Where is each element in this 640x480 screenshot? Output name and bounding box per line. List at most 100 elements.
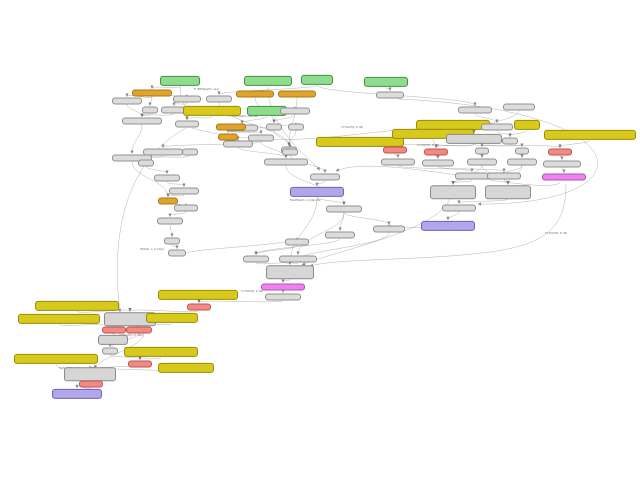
edge <box>255 261 292 265</box>
node-reshape-6 <box>381 158 415 166</box>
node-unsqueeze-5 <box>325 231 355 239</box>
node-mul-4 <box>102 347 118 355</box>
edge <box>117 127 187 313</box>
edge <box>287 130 297 146</box>
node-output-logits <box>52 388 102 400</box>
edge <box>508 130 528 137</box>
edge <box>130 124 143 154</box>
edge <box>561 167 566 173</box>
edge <box>480 143 511 147</box>
node-gather-0 <box>218 133 238 141</box>
node-matmul-down <box>128 360 152 368</box>
node-reshape-4 <box>169 187 199 195</box>
node-matmul-lm-head <box>79 380 103 388</box>
node-v-proj-weight <box>544 129 636 141</box>
edge <box>394 153 400 158</box>
edge <box>150 85 181 89</box>
node-matmul-up <box>126 326 152 334</box>
node-unsqueeze-0 <box>112 97 142 105</box>
node-o-proj-weight <box>158 289 238 301</box>
edge <box>296 212 345 255</box>
edge <box>226 129 243 133</box>
edge <box>273 130 291 146</box>
node-gate-proj-weight <box>18 313 100 325</box>
edge <box>509 143 524 147</box>
edge <box>179 86 189 120</box>
node-unsqueeze-6 <box>154 174 180 182</box>
node-mul-1 <box>243 255 269 263</box>
edge <box>437 166 506 172</box>
node-gather-1 <box>174 204 198 212</box>
edge <box>166 193 185 197</box>
node-reshape-5 <box>481 123 513 131</box>
edge <box>267 86 321 171</box>
node-matmul-v <box>548 148 572 156</box>
edge <box>343 212 391 225</box>
node-present-key-values-key <box>421 220 475 232</box>
node-reshape-2 <box>279 255 317 263</box>
node-lm-head-weight <box>14 353 98 365</box>
edge <box>131 161 170 197</box>
node-skip-layernorm-2 <box>64 367 116 381</box>
node-transpose-attn-out <box>261 283 305 291</box>
edge <box>254 245 298 255</box>
edge <box>457 198 509 204</box>
edge <box>197 299 201 303</box>
node-silu <box>98 334 128 346</box>
edge <box>240 115 268 124</box>
node-cast-float <box>458 106 492 114</box>
edge <box>140 113 175 117</box>
node-concat-2 <box>310 173 340 181</box>
node-where-0 <box>158 197 178 205</box>
edge <box>172 102 188 106</box>
edge <box>285 165 346 205</box>
node-embed-tokens-weight <box>183 105 241 117</box>
node-expand-0 <box>326 205 362 213</box>
edge-label: T1 FLOAT[1, 8, 96] <box>241 290 263 293</box>
edge <box>171 244 179 249</box>
node-reshape-7 <box>543 160 581 168</box>
edge <box>272 114 296 123</box>
node-max-0 <box>288 123 304 131</box>
node-unsqueeze-8 <box>376 91 404 99</box>
edge-label: T7 INT64[batch, seq] <box>193 88 218 91</box>
node-model-norm-weight <box>158 362 214 374</box>
node-reshape-0 <box>173 95 201 103</box>
edge <box>108 343 114 347</box>
edge <box>316 196 346 205</box>
edge <box>254 238 341 255</box>
edge-label: FLOAT[batch, 4, total, 96] <box>290 199 321 202</box>
node-concat-4 <box>455 172 489 180</box>
edge <box>446 211 460 221</box>
edge <box>309 183 567 267</box>
node-shape-1 <box>236 90 274 98</box>
edge <box>558 139 591 148</box>
edge <box>75 384 92 389</box>
edge <box>126 104 144 117</box>
node-gather-embed <box>175 120 199 128</box>
edge <box>168 211 187 217</box>
node-unsqueeze-3 <box>280 107 310 115</box>
edge <box>287 97 298 146</box>
node-matmul-k <box>424 148 448 156</box>
node-down-proj-weight <box>124 346 198 358</box>
node-mul-0 <box>266 123 282 131</box>
edge <box>138 356 162 360</box>
node-shape-0 <box>132 89 172 97</box>
edge <box>335 165 561 186</box>
node-add-0 <box>142 106 158 114</box>
edge <box>559 155 564 160</box>
edge <box>161 141 262 148</box>
edge-label: T1 FLOAT[1, 8, 96] <box>545 232 567 235</box>
node-post-attention-layernorm-weight <box>35 300 119 312</box>
node-reshape-1 <box>223 140 253 148</box>
node-transpose-0 <box>373 225 405 233</box>
edge <box>169 224 174 237</box>
node-rotary-embedding-k <box>485 185 531 199</box>
node-add-4 <box>282 148 298 156</box>
node-concat-6 <box>442 204 476 212</box>
edge <box>197 299 284 303</box>
node-past-key-values-value <box>244 75 292 87</box>
node-reshape-3 <box>265 293 301 301</box>
